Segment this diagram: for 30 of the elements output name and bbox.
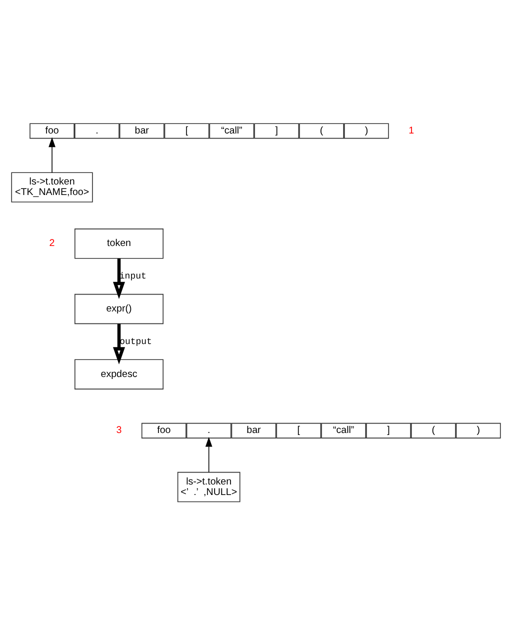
node-box: ( xyxy=(410,422,456,438)
node-box: ls->t.token <TK_NAME,foo> xyxy=(11,172,93,202)
node-box: expr() xyxy=(74,294,164,324)
edge-label: output xyxy=(120,336,152,347)
node-box: ) xyxy=(456,422,501,438)
label: 3 xyxy=(116,425,122,436)
node-box: bar xyxy=(119,123,164,139)
node-box: [ xyxy=(276,422,322,438)
node-box: ( xyxy=(299,123,344,139)
node-box: ls->t.token <’ .’ ,NULL> xyxy=(177,472,240,502)
node-box: foo xyxy=(30,123,74,139)
arrow xyxy=(112,324,126,364)
node-box: bar xyxy=(231,422,276,438)
node-box: foo xyxy=(141,422,186,438)
node-box: token xyxy=(74,228,164,259)
node-box: ] xyxy=(366,422,411,438)
node-box: [ xyxy=(164,123,210,139)
arrow xyxy=(112,258,126,300)
label: 2 xyxy=(49,238,55,250)
node-box: ] xyxy=(254,123,300,139)
edge-label: input xyxy=(119,272,146,282)
arrow xyxy=(205,436,212,473)
node-box: “call” xyxy=(209,123,254,139)
arrow xyxy=(48,137,56,173)
node-box: “call” xyxy=(321,422,366,438)
node-box: expdesc xyxy=(74,359,164,390)
node-box: . xyxy=(186,422,232,438)
node-box: . xyxy=(74,123,120,139)
node-box: ) xyxy=(344,123,389,139)
label: 1 xyxy=(408,126,414,136)
